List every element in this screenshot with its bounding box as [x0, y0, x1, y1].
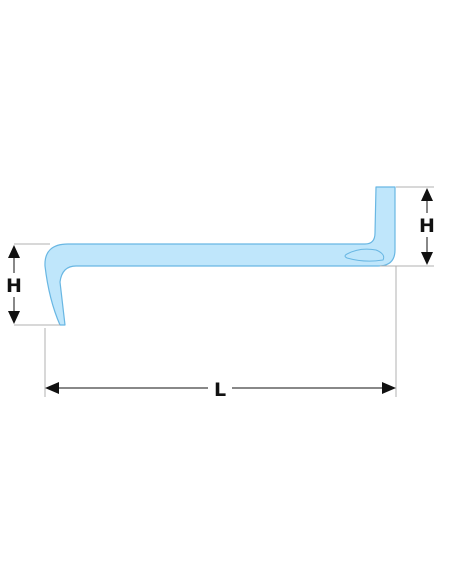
arrowhead-up-icon: [8, 245, 20, 258]
arrowhead-left-icon: [45, 382, 59, 394]
dimension-height-right: H: [418, 188, 436, 265]
label-height-left: H: [6, 275, 22, 297]
label-height-right: H: [419, 215, 435, 237]
arrowhead-down-icon: [8, 311, 20, 324]
dimension-height-left: H: [5, 245, 23, 324]
tool-drawing: [44, 186, 396, 326]
arrowhead-down-icon: [421, 252, 433, 265]
label-length: L: [214, 379, 226, 401]
extension-lines: [14, 186, 434, 397]
arrowhead-right-icon: [382, 382, 396, 394]
tool-end-facet: [344, 248, 385, 262]
label-mask-length: [208, 376, 232, 400]
arrowhead-up-icon: [421, 188, 433, 201]
dimension-length: L: [45, 376, 396, 401]
label-mask-height-left: [5, 273, 23, 297]
label-mask-height-right: [418, 213, 436, 237]
tool-body: [44, 186, 396, 326]
